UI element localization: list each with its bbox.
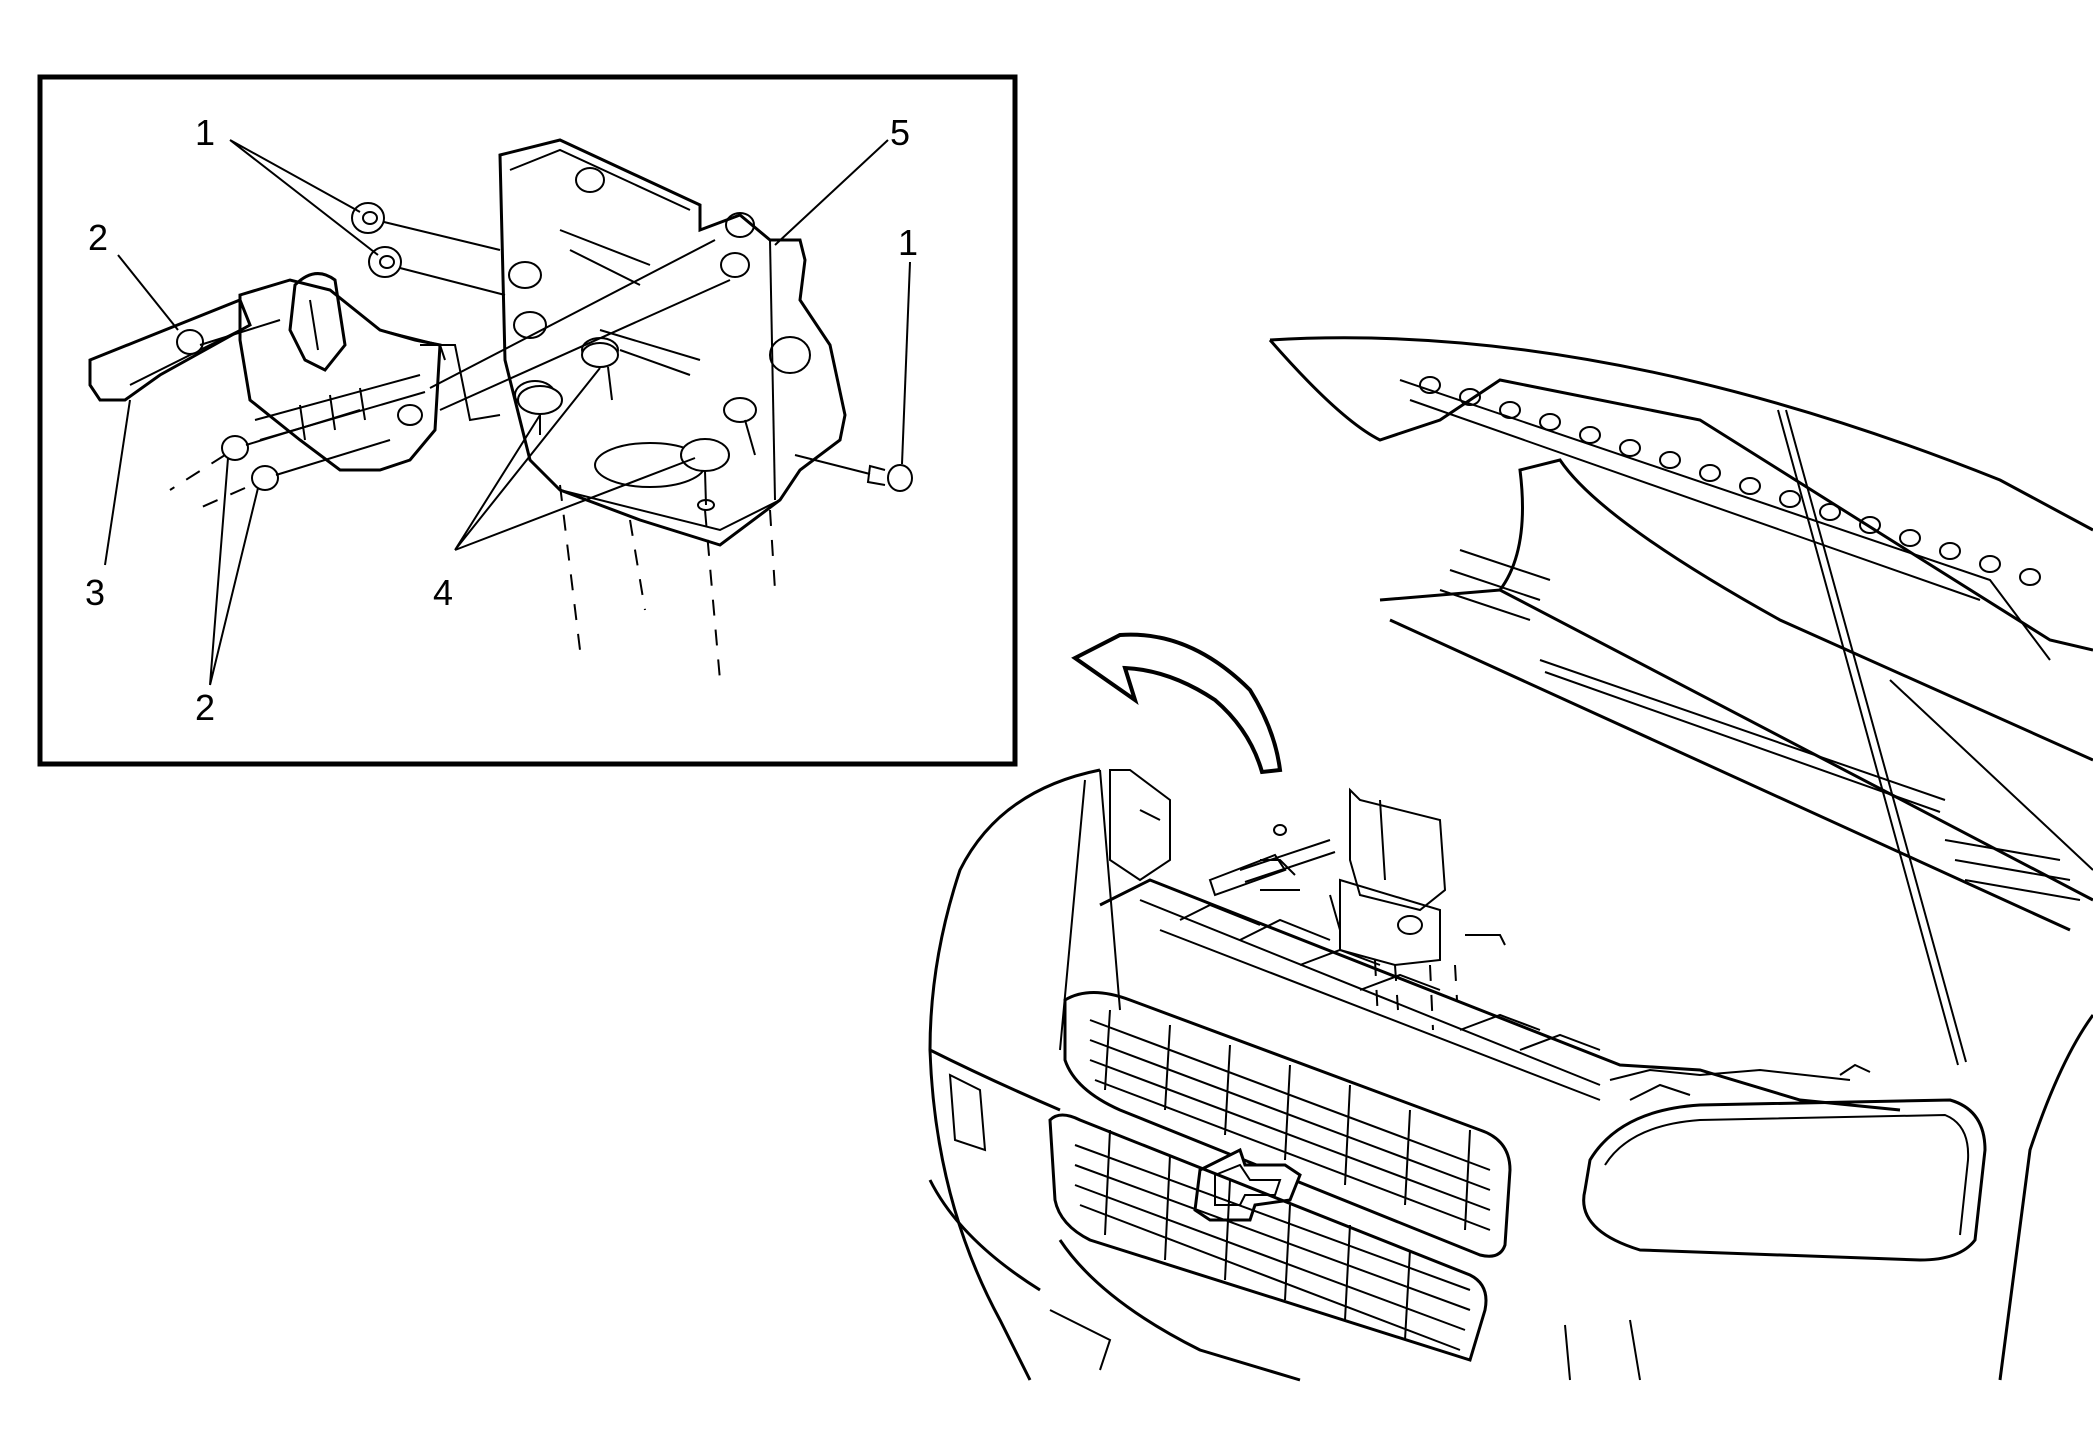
assembly-line bbox=[439, 279, 731, 411]
cowl-grille-mesh bbox=[1439, 549, 2081, 901]
callout-leader bbox=[229, 139, 379, 256]
nut-icon bbox=[866, 464, 913, 492]
bracket-lower-lip bbox=[559, 489, 781, 532]
radiator-support-blocks bbox=[1179, 903, 1601, 1051]
dashed-drop-lines bbox=[169, 454, 776, 681]
fog-lamp bbox=[948, 1073, 987, 1152]
bolt-icon bbox=[251, 439, 391, 491]
leader-line bbox=[794, 454, 871, 475]
hood-prop-rod bbox=[1777, 409, 1967, 1066]
bolt-icon bbox=[723, 397, 757, 456]
right-headlamp-inner bbox=[1604, 1113, 1970, 1236]
bolt-icon bbox=[176, 319, 281, 355]
callout-leader bbox=[209, 457, 259, 686]
latch-pivot bbox=[397, 404, 423, 426]
hood-inner-panel bbox=[1399, 379, 2051, 661]
direction-arrow bbox=[1071, 632, 1283, 775]
bracket-hole bbox=[575, 167, 605, 193]
callout-5: 5 bbox=[890, 112, 911, 153]
bracket-hole bbox=[720, 252, 750, 278]
lower-bumper-lip bbox=[1049, 1309, 1641, 1381]
callout-2-top: 2 bbox=[88, 217, 109, 258]
assembly-line bbox=[429, 239, 716, 389]
callout-leader bbox=[117, 254, 179, 331]
front-bumper bbox=[928, 1048, 1301, 1382]
detail-inset-frame bbox=[37, 74, 1018, 767]
callout-1-right: 1 bbox=[898, 222, 919, 263]
bracket-rib bbox=[559, 229, 701, 376]
windshield-wiper bbox=[1539, 659, 1946, 813]
callout-4: 4 bbox=[433, 572, 454, 613]
emblem-inner bbox=[1214, 1163, 1282, 1206]
callout-2-bottom: 2 bbox=[195, 687, 216, 728]
right-headlamp bbox=[1582, 1098, 1987, 1262]
callout-leader bbox=[774, 139, 889, 246]
raised-hood bbox=[1268, 336, 2093, 652]
bolt-icon bbox=[517, 385, 563, 435]
radiator-support-inner bbox=[1139, 899, 1601, 1101]
upper-grille bbox=[1063, 991, 1512, 1258]
radiator-support bbox=[1099, 878, 1901, 1112]
bolt-icon bbox=[680, 438, 730, 511]
bracket-hole bbox=[769, 336, 811, 374]
bracket-hole bbox=[513, 311, 547, 339]
left-fender bbox=[928, 768, 1101, 1381]
engine-bay-detail bbox=[1609, 1063, 1871, 1101]
latch-release-arm bbox=[88, 298, 252, 402]
nut-icon bbox=[351, 202, 385, 234]
lower-grille bbox=[1048, 1113, 1488, 1362]
upper-grille-mesh bbox=[1089, 1009, 1491, 1231]
windshield-cowl bbox=[1379, 458, 2093, 932]
assembly-line bbox=[420, 344, 501, 422]
bracket-plate-edge bbox=[509, 148, 691, 211]
right-fender bbox=[1998, 1014, 2093, 1381]
bolt-icon bbox=[221, 409, 361, 461]
callout-leader bbox=[901, 261, 911, 465]
windshield-wiper bbox=[1889, 679, 2093, 871]
latch-spring bbox=[254, 374, 426, 441]
bracket-hole bbox=[725, 212, 755, 238]
leader-line bbox=[383, 221, 506, 296]
callout-leader bbox=[104, 399, 131, 566]
latch-bracket-plate bbox=[498, 138, 847, 547]
latch-hook-slot bbox=[309, 299, 319, 351]
vehicle-latch-assembly bbox=[1208, 787, 1506, 1031]
callout-3: 3 bbox=[85, 572, 106, 613]
bolt-icon bbox=[581, 342, 619, 401]
latch-hook bbox=[288, 272, 347, 372]
callout-1-top: 1 bbox=[195, 112, 216, 153]
bracket-hole bbox=[508, 261, 542, 289]
lower-grille-mesh bbox=[1074, 1129, 1471, 1351]
callout-leader bbox=[454, 367, 696, 551]
headlamp-support bbox=[1109, 769, 1171, 882]
hood-holes bbox=[1419, 376, 2041, 586]
bracket-plate-flange bbox=[769, 239, 776, 501]
